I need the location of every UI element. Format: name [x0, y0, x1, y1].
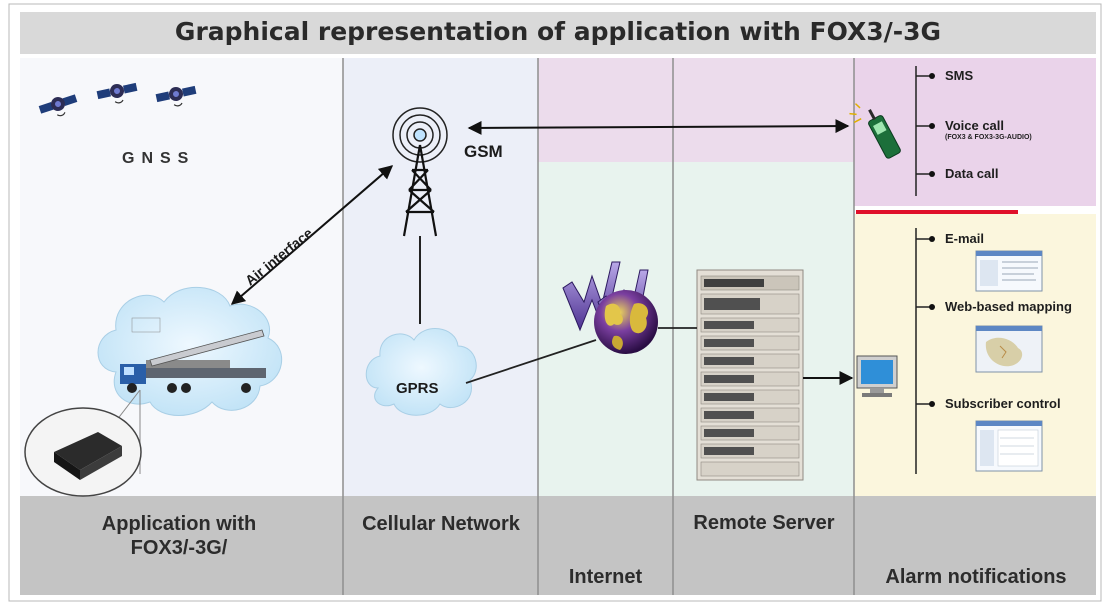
gsm-label: GSM — [464, 142, 503, 161]
server-rack-icon — [696, 269, 804, 481]
alarm-divider — [856, 210, 1018, 214]
device-icon — [24, 389, 142, 497]
email-label: E-mail — [945, 231, 985, 246]
bullet — [929, 73, 935, 79]
bullet — [929, 123, 935, 129]
mobile-phone-icon — [849, 103, 901, 159]
globe-icon — [562, 261, 658, 354]
column-label-application: Application with FOX3/-3G/ — [101, 513, 257, 559]
cloud-icon — [365, 328, 477, 416]
gprs-label: GPRS — [396, 380, 439, 397]
diagram-title: Graphical representation of application … — [174, 17, 942, 46]
satellite-icon — [38, 94, 78, 117]
gsm-band-bg — [538, 58, 854, 162]
bullet — [929, 236, 935, 242]
data-call-label: Data call — [945, 166, 999, 181]
subscriber-thumbnail — [975, 420, 1043, 472]
monitor-icon — [856, 355, 898, 397]
web-mapping-label: Web-based mapping — [945, 299, 1072, 314]
column-cellular-bg — [343, 58, 538, 496]
satellite-icon — [155, 85, 197, 107]
gprs-internet-line — [465, 339, 597, 384]
air-interface-arrow — [230, 165, 394, 305]
bullet — [929, 171, 935, 177]
truck-icon — [120, 317, 266, 393]
column-label-alarm: Alarm notifications — [885, 566, 1067, 588]
voice-call-note: (FOX3 & FOX3-3G-AUDIO) — [945, 134, 1032, 141]
bullet — [929, 401, 935, 407]
column-label-internet: Internet — [568, 566, 643, 588]
map-thumbnail — [975, 325, 1043, 373]
header-band — [20, 12, 1096, 54]
antenna-tower-icon — [392, 107, 448, 324]
voice-call-label: Voice call — [945, 118, 1005, 133]
footer-band — [20, 496, 1096, 595]
sms-label: SMS — [945, 68, 974, 83]
email-thumbnail — [975, 250, 1043, 292]
satellite-icon — [96, 82, 138, 104]
gsm-link-arrow — [467, 119, 850, 135]
gnss-label: GNSS — [122, 150, 196, 167]
column-label-remote-server: Remote Server — [693, 512, 835, 534]
bullet — [929, 304, 935, 310]
column-label-cellular: Cellular Network — [362, 513, 520, 535]
alarm-gsm-bg — [854, 58, 1096, 206]
subscriber-control-label: Subscriber control — [945, 396, 1061, 411]
alarm-internet-bg — [854, 214, 1096, 496]
